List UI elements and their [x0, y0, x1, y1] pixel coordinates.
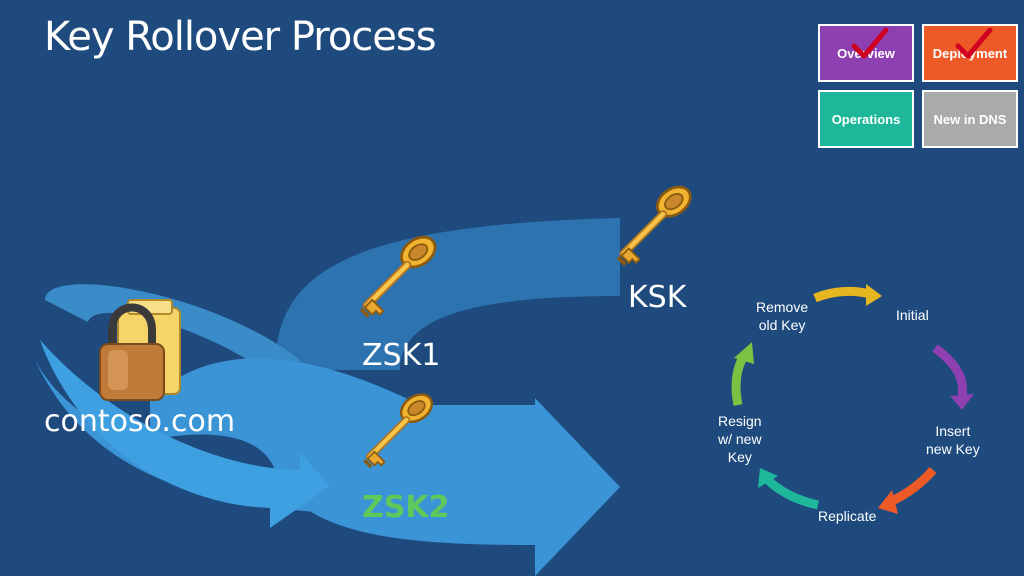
- nav-tile-operations-label: Operations: [831, 111, 901, 127]
- ksk-label: KSK: [628, 280, 687, 315]
- checkmark-icon: [851, 28, 889, 59]
- nav-tile-new-in-dns[interactable]: New in DNS: [922, 90, 1018, 148]
- arrow-replicate-to-resign: [764, 476, 820, 510]
- nav-tile-overview[interactable]: Overview: [818, 24, 914, 82]
- checkmark-icon: [955, 28, 993, 59]
- step-insert-line-2: new Key: [926, 441, 980, 457]
- step-insert-line-1: Insert: [935, 423, 971, 439]
- nav-tile-operations[interactable]: Operations: [818, 90, 914, 148]
- zone-lock-icon: [99, 299, 181, 401]
- cycle-arrows: [731, 284, 974, 514]
- nav-tile-deployment[interactable]: Deployment: [922, 24, 1018, 82]
- arrow-resign-to-remove: [731, 351, 749, 406]
- step-insert-new-key: Insert new Key: [926, 422, 980, 458]
- arrow-insert-to-replicate: [888, 466, 937, 507]
- step-remove-old-key: Remove old Key: [756, 298, 808, 334]
- step-resign-new-key: Resign w/ new Key: [718, 412, 762, 466]
- step-replicate: Replicate: [818, 507, 876, 525]
- step-resign-line-2: w/ new: [718, 431, 762, 447]
- zone-name-label: contoso.com: [44, 404, 236, 439]
- step-resign-line-3: Key: [727, 449, 752, 465]
- step-remove-line-2: old Key: [758, 317, 806, 333]
- nav-tile-new-in-dns-label: New in DNS: [933, 111, 1007, 127]
- zsk1-label: ZSK1: [362, 338, 441, 373]
- arrow-initial-to-insert: [932, 344, 968, 399]
- arrow-remove-to-initial: [813, 286, 872, 303]
- ksk-band: [275, 218, 620, 370]
- zsk2-label: ZSK2: [362, 490, 450, 525]
- page-title: Key Rollover Process: [44, 14, 437, 60]
- step-initial: Initial: [896, 306, 929, 324]
- left-arrow: [40, 340, 330, 528]
- step-remove-line-1: Remove: [756, 299, 809, 315]
- ksk-key-icon: [618, 181, 696, 265]
- main-sweep: [150, 358, 620, 576]
- step-replicate-line: Replicate: [818, 508, 877, 524]
- step-initial-line: Initial: [896, 307, 929, 323]
- step-resign-line-1: Resign: [718, 413, 762, 429]
